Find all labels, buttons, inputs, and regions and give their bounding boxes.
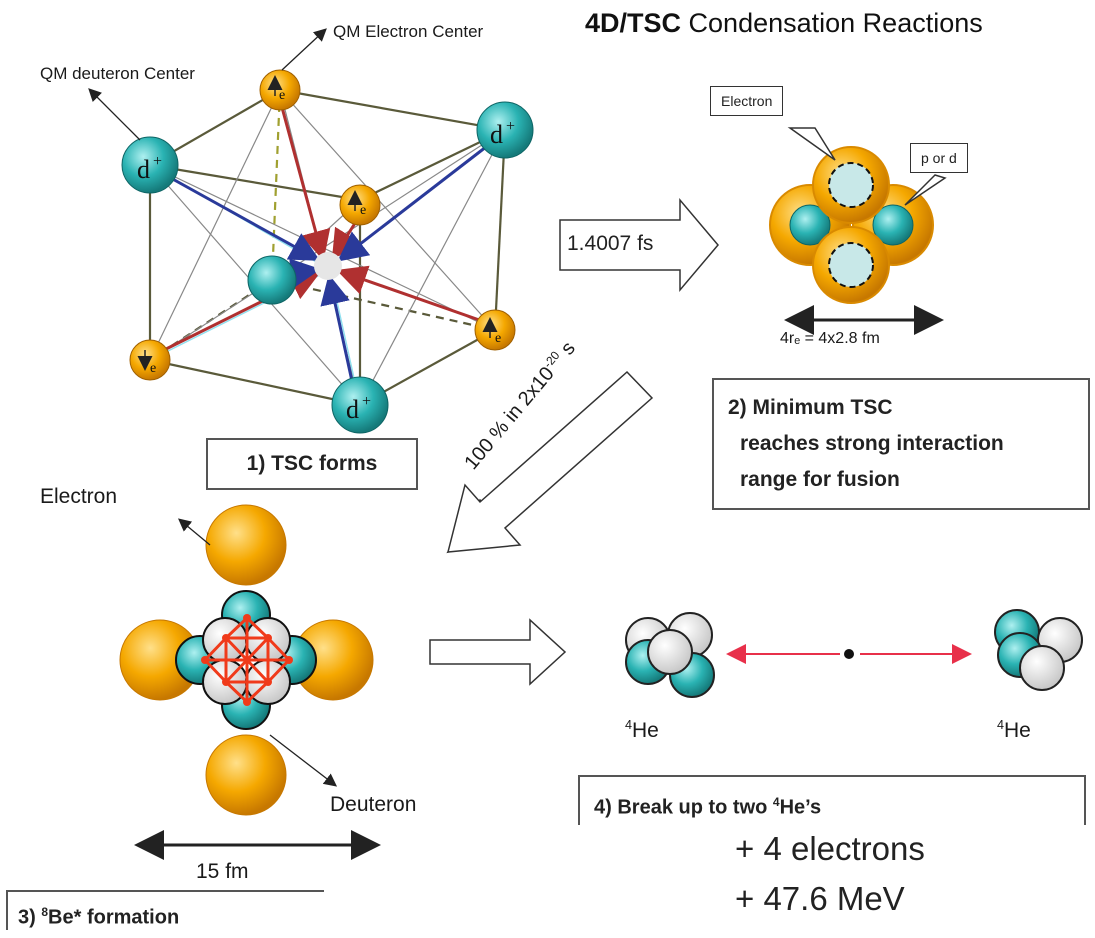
svg-text:+: +	[153, 153, 162, 170]
step3-label: 3) 8Be* formation	[6, 890, 324, 930]
step4-extra-energy: + 47.6 MeV	[735, 880, 905, 917]
arrow-3	[429, 618, 567, 686]
tsc-cube: d + d + d + e	[88, 28, 534, 434]
cube-edges	[148, 88, 507, 407]
deuteron-text-1: d	[137, 155, 150, 184]
cube-deuteron-4	[247, 255, 297, 305]
arrow-2-body	[447, 370, 654, 553]
pord-callout: p or d	[910, 143, 968, 173]
diagram-title: 4D/TSC Condensation Reactions	[585, 8, 983, 39]
qm-deuteron-center-label: QM deuteron Center	[40, 64, 195, 83]
be8-cluster	[119, 504, 374, 816]
arrow-1	[559, 197, 719, 293]
be8-deuteron-pointer	[269, 734, 338, 787]
qm-electron-center-label: QM Electron Center	[333, 22, 484, 41]
step1-label: 1) TSC forms	[206, 438, 418, 490]
be8-dimension-label: 15 fm	[196, 860, 249, 883]
title-bold: 4D/TSC	[585, 8, 682, 38]
he4-right	[994, 609, 1083, 691]
deuteron-text-2: d	[490, 120, 503, 149]
cube-deuteron-3: d +	[331, 376, 389, 434]
cube-deuteron-2: d +	[476, 101, 534, 159]
svg-text:e: e	[495, 331, 501, 346]
pord-callout-tail	[904, 174, 947, 206]
step2-line-2: reaches strong interaction	[740, 432, 1004, 455]
svg-text:e: e	[360, 203, 366, 218]
svg-text:+: +	[506, 118, 515, 135]
svg-text:e: e	[279, 88, 285, 103]
arrow1-label: 1.4007 fs	[567, 232, 654, 255]
be8-deuteron-label: Deuteron	[330, 793, 417, 816]
cube-diagonals	[149, 89, 506, 406]
step4-extra-electrons: + 4 electrons	[735, 830, 925, 867]
svg-text:e: e	[150, 361, 156, 376]
step4-label: 4) Break up to two 4He’s	[578, 775, 1086, 825]
be8-electron-pointer	[178, 518, 211, 546]
center-of-mass-dot	[844, 649, 854, 659]
cube-electron-3: e	[129, 339, 171, 381]
min-tsc-dimension-label: 4rₑ = 4x2.8 fm	[780, 330, 880, 347]
electron-callout-tail	[787, 127, 836, 161]
he4-left	[625, 612, 715, 698]
be8-electron-label: Electron	[40, 485, 118, 508]
deuteron-text-3: d	[346, 395, 359, 424]
cube-electron-1: e	[259, 69, 301, 111]
center-cluster	[314, 252, 342, 280]
electron-callout: Electron	[710, 86, 784, 116]
cube-electron-2: e	[339, 184, 381, 226]
title-rest: Condensation Reactions	[688, 8, 983, 38]
qm-deuteron-pointer	[88, 88, 141, 141]
svg-text:+: +	[362, 393, 371, 410]
step2-label: 2) Minimum TSC reaches strong interactio…	[712, 378, 1090, 510]
he4-left-label: 4He	[625, 718, 659, 742]
qm-electron-pointer	[281, 28, 327, 71]
min-tsc-cluster	[769, 146, 934, 304]
cube-electron-4: e	[474, 309, 516, 351]
step2-line-3: range for fusion	[740, 468, 900, 491]
he4-right-label: 4He	[997, 718, 1031, 742]
cube-deuteron-1: d +	[121, 136, 179, 194]
step2-line-1: 2) Minimum TSC	[728, 396, 893, 419]
deuteron-arrows	[159, 138, 496, 396]
